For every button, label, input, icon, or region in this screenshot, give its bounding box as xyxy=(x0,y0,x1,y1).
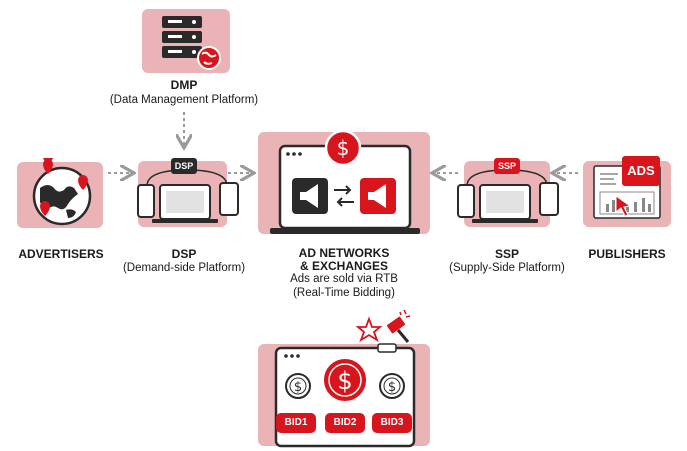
dsp-subtitle: (Demand-side Platform) xyxy=(122,262,246,274)
ssp-tag: SSP xyxy=(494,158,520,174)
phone-icon xyxy=(137,184,155,218)
svg-text:$: $ xyxy=(388,380,396,395)
cursor-icon xyxy=(615,195,632,217)
advertisers-title: ADVERTISERS xyxy=(18,247,104,261)
gavel-icon xyxy=(386,309,411,343)
ssp-devices-icon xyxy=(457,169,559,223)
adnetworks-title-2: & EXCHANGES xyxy=(299,259,388,273)
dsp-title: DSP xyxy=(171,247,197,261)
adnetworks-laptop-icon xyxy=(270,144,420,234)
svg-text:$: $ xyxy=(337,367,352,395)
adnetworks-title-1: AD NETWORKS xyxy=(298,246,390,260)
bid3-button: BID3 xyxy=(372,413,412,433)
adnetworks-sub-1: Ads are sold via RTB xyxy=(290,273,398,285)
bid2-button: BID2 xyxy=(325,413,365,433)
publishers-title: PUBLISHERS xyxy=(588,247,666,261)
globe-icon xyxy=(32,158,92,226)
server-icon xyxy=(162,16,221,70)
dollar-icon: $ xyxy=(324,129,362,167)
dmp-title: DMP xyxy=(170,78,198,92)
svg-text:$: $ xyxy=(337,136,350,160)
dmp-subtitle: (Data Management Platform) xyxy=(109,94,259,106)
dsp-devices-icon xyxy=(137,169,239,223)
dsp-tag: DSP xyxy=(171,158,197,174)
bidding-window-icon: $ $ $ xyxy=(274,343,416,448)
star-icon xyxy=(355,316,383,343)
bid1-button: BID1 xyxy=(276,413,316,433)
adnetworks-sub-2: (Real-Time Bidding) xyxy=(293,287,395,299)
ssp-subtitle: (Supply-Side Platform) xyxy=(449,262,565,274)
svg-text:$: $ xyxy=(294,380,302,395)
ads-badge: ADS xyxy=(622,156,660,186)
ssp-title: SSP xyxy=(494,247,519,261)
